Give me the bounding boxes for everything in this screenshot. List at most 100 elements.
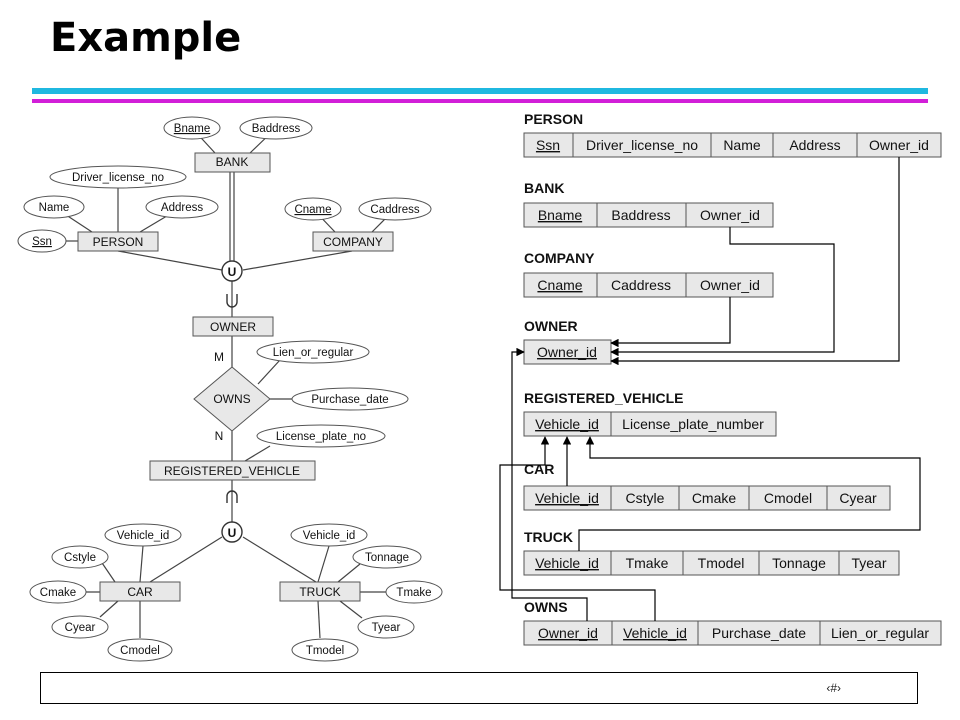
er-entity-truck bbox=[279, 581, 361, 602]
er-union-circle-owner bbox=[221, 260, 243, 282]
er-union-circle-vehicle bbox=[221, 521, 243, 543]
schema-truck-col: Tmodel bbox=[698, 555, 745, 571]
er-entity-bank bbox=[194, 152, 271, 173]
schema-owns-col: Owner_id bbox=[538, 625, 598, 641]
schema-truck-col: Tyear bbox=[851, 555, 886, 571]
er-attr-cname-label: Cname bbox=[294, 204, 331, 216]
er-attr-cname bbox=[284, 197, 342, 221]
schema-car-col: Cstyle bbox=[626, 490, 665, 506]
er-attr-ssn-label: Ssn bbox=[32, 236, 52, 248]
er-attr-license-plate-no bbox=[256, 424, 386, 448]
er-attr-cmake-label: Cmake bbox=[40, 587, 76, 599]
schema-person-col: Owner_id bbox=[869, 137, 929, 153]
er-attr-caddress bbox=[358, 197, 432, 221]
er-attr-cyear-label: Cyear bbox=[65, 622, 96, 634]
er-attr-cyear bbox=[51, 615, 109, 639]
title-rule-magenta bbox=[32, 99, 928, 103]
er-attr-lien-or-regular-label: Lien_or_regular bbox=[273, 347, 354, 359]
er-attr-baddress-label: Baddress bbox=[252, 123, 301, 135]
er-entity-company bbox=[312, 231, 394, 252]
title-rule-cyan bbox=[32, 88, 928, 94]
fk-arrow-person-owner bbox=[610, 157, 900, 366]
schema-registered-vehicle-title: REGISTERED_VEHICLE bbox=[524, 390, 683, 406]
er-entity-company-label: COMPANY bbox=[323, 235, 383, 249]
er-entity-registered-vehicle-label: REGISTERED_VEHICLE bbox=[164, 464, 300, 478]
schema-registered-vehicle-col: Vehicle_id bbox=[535, 416, 599, 432]
schema-car-title: CAR bbox=[524, 461, 554, 477]
er-attr-address-label: Address bbox=[161, 202, 203, 214]
er-attr-baddress bbox=[239, 116, 313, 140]
er-entity-owner-label: OWNER bbox=[210, 320, 256, 334]
er-attr-bname-label: Bname bbox=[174, 123, 210, 135]
er-attr-cstyle bbox=[51, 545, 109, 569]
fk-arrow-owns-owner bbox=[511, 347, 588, 621]
fk-arrow-company-owner bbox=[610, 297, 731, 348]
schema-owns-col: Lien_or_regular bbox=[831, 625, 929, 641]
er-attr-bname bbox=[163, 116, 221, 140]
er-attr-tmodel-label: Tmodel bbox=[306, 645, 344, 657]
schema-truck-title: TRUCK bbox=[524, 529, 573, 545]
fk-arrow-truck-regvehicle bbox=[578, 436, 921, 551]
er-attr-tonnage-label: Tonnage bbox=[365, 552, 409, 564]
schema-owns-title: OWNS bbox=[524, 599, 568, 615]
schema-truck-col: Tonnage bbox=[772, 555, 826, 571]
er-attr-caddress-label: Caddress bbox=[370, 204, 419, 216]
er-attr-cmodel bbox=[107, 638, 173, 662]
er-entity-truck-label: TRUCK bbox=[299, 585, 340, 599]
er-union-label: U bbox=[228, 265, 237, 279]
schema-truck-col: Tmake bbox=[626, 555, 669, 571]
er-attr-tyear-label: Tyear bbox=[372, 622, 401, 634]
schema-bank-col: Owner_id bbox=[700, 207, 760, 223]
er-entity-bank-label: BANK bbox=[216, 155, 249, 169]
schema-person-col: Ssn bbox=[536, 137, 560, 153]
er-attr-truck-vehicle-id bbox=[290, 523, 368, 547]
slide-title: Example bbox=[50, 15, 242, 61]
er-attr-lien-or-regular bbox=[256, 340, 370, 364]
er-attr-tmake-label: Tmake bbox=[396, 587, 431, 599]
er-entity-car bbox=[99, 581, 181, 602]
schema-bank-col: Baddress bbox=[611, 207, 670, 223]
er-relationship-owns-label: OWNS bbox=[213, 392, 250, 406]
er-entity-person bbox=[77, 231, 159, 252]
schema-bank-title: BANK bbox=[524, 180, 564, 196]
er-attr-cmake bbox=[29, 580, 87, 604]
er-attr-tmodel bbox=[291, 638, 359, 662]
schema-company-col: Caddress bbox=[611, 277, 671, 293]
er-entity-owner bbox=[192, 316, 274, 337]
er-attr-truck-vehicle-id-label: Vehicle_id bbox=[303, 530, 355, 542]
er-attr-driver-license-no bbox=[49, 165, 187, 189]
er-entity-car-label: CAR bbox=[127, 585, 153, 599]
er-attr-license-plate-no-label: License_plate_no bbox=[276, 431, 366, 443]
schema-bank-col: Bname bbox=[538, 207, 583, 223]
er-entity-registered-vehicle bbox=[149, 460, 316, 481]
schema-person-col: Name bbox=[723, 137, 761, 153]
er-attr-cmodel-label: Cmodel bbox=[120, 645, 160, 657]
schema-owns-col: Purchase_date bbox=[712, 625, 806, 641]
er-attr-purchase-date-label: Purchase_date bbox=[311, 394, 388, 406]
schema-car-col: Vehicle_id bbox=[535, 490, 599, 506]
er-attr-car-vehicle-id-label: Vehicle_id bbox=[117, 530, 169, 542]
er-attr-tyear bbox=[357, 615, 415, 639]
fk-arrow-owns-regvehicle bbox=[499, 436, 656, 621]
er-attr-address bbox=[145, 195, 219, 219]
footer-box: ‹#› bbox=[40, 672, 918, 704]
er-cardinality-n: N bbox=[215, 429, 224, 443]
schema-truck-col: Vehicle_id bbox=[535, 555, 599, 571]
schema-company-col: Owner_id bbox=[700, 277, 760, 293]
schema-person-title: PERSON bbox=[524, 111, 583, 127]
er-attr-tmake bbox=[385, 580, 443, 604]
schema-owner-col: Owner_id bbox=[537, 344, 597, 360]
schema-person-col: Driver_license_no bbox=[586, 137, 698, 153]
er-attr-name-label: Name bbox=[39, 202, 70, 214]
er-attr-ssn bbox=[17, 229, 67, 253]
er-relationship-owns bbox=[193, 366, 271, 432]
er-attr-purchase-date bbox=[291, 387, 409, 411]
er-attr-cstyle-label: Cstyle bbox=[64, 552, 96, 564]
schema-car-col: Cmake bbox=[692, 490, 737, 506]
er-union-label: U bbox=[228, 526, 237, 540]
schema-person-col: Address bbox=[789, 137, 840, 153]
er-attr-tonnage bbox=[352, 545, 422, 569]
schema-owner-title: OWNER bbox=[524, 318, 578, 334]
